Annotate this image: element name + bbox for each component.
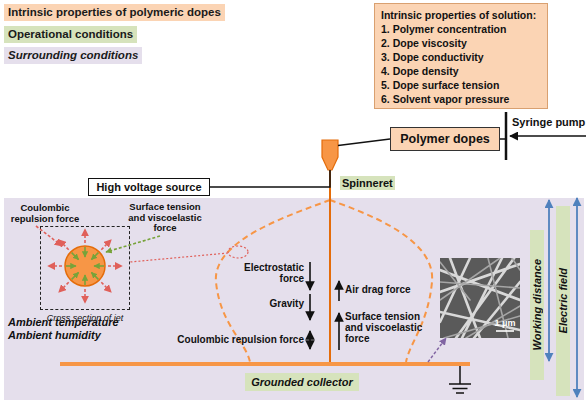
spinneret-label: Spinneret (340, 176, 395, 190)
nozzle-shape (322, 140, 338, 170)
property-text: 6. Solvent vapor pressure (381, 92, 509, 106)
force-label: Gravity (250, 298, 304, 309)
connector-line (338, 139, 390, 145)
property-text: Intrinsic properties of solution: (381, 8, 536, 22)
image-pointer (428, 338, 446, 362)
ambient-condition: Ambient humidity (8, 329, 101, 341)
jet-zoom-marker (228, 246, 248, 258)
feed-wire (500, 138, 506, 140)
parameter-label: Working distance (531, 259, 543, 350)
property-text: 4. Dope density (381, 64, 459, 78)
box-label: High voltage source (96, 181, 201, 193)
property-text: 1. Polymer concentration (381, 22, 506, 36)
legend-text: Intrinsic properties of polymeric dopes (8, 6, 221, 18)
sem-image (440, 250, 520, 338)
jet-cross-section (65, 246, 105, 286)
force-label: Air drag force (345, 284, 437, 295)
process-box: Polymer dopes (390, 127, 500, 151)
distance-arrow (548, 200, 550, 361)
field-arrow (576, 198, 578, 397)
parameter-bar: Working distance (530, 230, 544, 380)
property-text: 2. Dope viscosity (381, 36, 467, 50)
device-label: Syringe pump (512, 116, 586, 128)
property-text: 5. Dope surface tension (381, 78, 499, 92)
zoom-leader (130, 253, 228, 262)
box-label: Polymer dopes (400, 132, 490, 146)
property-text: 3. Dope conductivity (381, 50, 484, 64)
collector-plate (60, 362, 470, 366)
force-label: Surface tension and viscoelastic force (122, 202, 208, 234)
properties-box: Intrinsic properties of solution:1. Poly… (374, 3, 548, 109)
box-label: Grounded collector (251, 376, 352, 388)
polymer-jet (329, 170, 331, 362)
callout-arrow (106, 236, 160, 252)
legend-item: Intrinsic properties of polymeric dopes (4, 4, 225, 21)
legend-text: Surrounding conditions (8, 49, 138, 61)
legend-text: Operational conditions (8, 28, 133, 40)
legend-item: Surrounding conditions (4, 47, 142, 64)
zoom-caption: Cross section of jet (35, 313, 135, 323)
nozzle-outline (322, 140, 338, 170)
parameter-bar: Electric field (556, 206, 570, 396)
callout-arrow (36, 226, 62, 246)
pump-arrow (510, 135, 586, 137)
surface-tension-arrows (66, 247, 104, 285)
force-label: Surface tension and viscoelastic force (345, 311, 439, 345)
connector-line (210, 170, 330, 187)
collector-box: Grounded collector (245, 373, 359, 391)
force-arrows (310, 262, 339, 350)
force-label: Coulombic repulsion force (2, 203, 88, 224)
ground-symbol (449, 366, 471, 393)
syringe-plunger (505, 112, 508, 160)
scale-bar-label: 1 μm (490, 318, 520, 328)
force-label: Coulombic repulsion force (150, 334, 304, 345)
spinneret-nozzle: Spinneret (322, 140, 338, 170)
coulombic-arrows (48, 229, 122, 303)
power-source-box: High voltage source (88, 178, 210, 196)
legend-item: Operational conditions (4, 26, 137, 43)
zoom-box: Cross section of jet (40, 226, 130, 310)
force-label: Electrostatic force (232, 262, 304, 284)
parameter-label: Electric field (557, 268, 569, 333)
